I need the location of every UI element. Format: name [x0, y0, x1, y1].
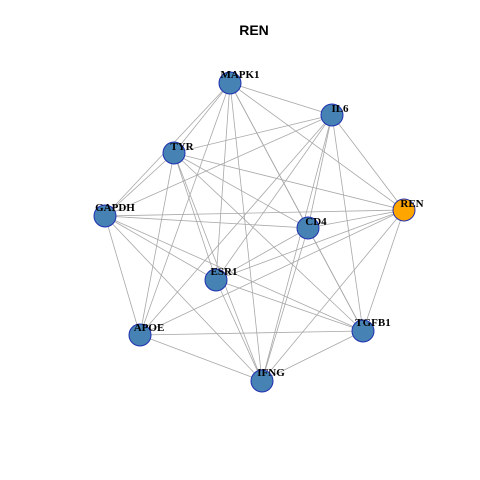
- node-ifng[interactable]: [250, 369, 274, 393]
- edge-mapk1-apoe: [139, 82, 231, 336]
- node-apoe[interactable]: [128, 323, 152, 347]
- node-label-ren: REN: [400, 198, 423, 210]
- node-label-ifng: IFNG: [257, 367, 285, 379]
- node-label-mapk1: MAPK1: [220, 69, 259, 81]
- node-label-il6: IL6: [331, 103, 349, 115]
- edge-mapk1-tyr: [173, 82, 231, 154]
- node-layer: [93, 71, 416, 393]
- node-ren[interactable]: [392, 198, 416, 222]
- edge-apoe-ifng: [139, 334, 263, 382]
- edge-il6-gapdh: [104, 114, 333, 217]
- edge-il6-esr1: [215, 114, 333, 281]
- edge-tgfb1-ifng: [261, 330, 364, 382]
- edge-cd4-tgfb1: [307, 227, 364, 332]
- node-il6[interactable]: [320, 103, 344, 127]
- edge-gapdh-esr1: [104, 215, 217, 281]
- node-label-cd4: CD4: [305, 216, 327, 228]
- edge-il6-tgfb1: [331, 114, 364, 332]
- node-gapdh[interactable]: [93, 204, 117, 228]
- diagram-title: REN: [239, 22, 269, 38]
- edge-tyr-esr1: [173, 152, 217, 281]
- edge-il6-apoe: [139, 114, 333, 336]
- edge-cd4-ifng: [261, 227, 309, 382]
- edge-mapk1-ifng: [229, 82, 263, 382]
- edge-ren-apoe: [139, 209, 405, 336]
- edge-layer: [104, 82, 405, 382]
- edge-ren-ifng: [261, 209, 405, 382]
- edge-ren-tgfb1: [362, 209, 405, 332]
- edge-mapk1-il6: [229, 82, 333, 116]
- node-label-tgfb1: TGFB1: [355, 317, 390, 329]
- edge-il6-cd4: [307, 114, 333, 229]
- node-label-tyr: TYR: [170, 141, 194, 153]
- node-cd4[interactable]: [296, 216, 320, 240]
- edge-il6-ifng: [261, 114, 333, 382]
- edge-cd4-esr1: [215, 227, 309, 281]
- edge-gapdh-apoe: [104, 215, 141, 336]
- edge-tyr-ifng: [173, 152, 263, 382]
- edge-il6-ren: [331, 114, 405, 211]
- edge-tyr-tgfb1: [173, 152, 364, 332]
- edge-esr1-tgfb1: [215, 279, 364, 332]
- edge-esr1-ifng: [215, 279, 263, 382]
- edge-ren-cd4: [307, 209, 405, 229]
- edge-mapk1-ren: [229, 82, 405, 211]
- node-tyr[interactable]: [162, 141, 186, 165]
- edge-tyr-apoe: [139, 152, 175, 336]
- node-label-gapdh: GAPDH: [95, 202, 135, 214]
- node-label-apoe: APOE: [134, 322, 165, 334]
- edge-tyr-cd4: [173, 152, 309, 229]
- edge-il6-tyr: [173, 114, 333, 154]
- edge-tyr-gapdh: [104, 152, 175, 217]
- edge-ren-esr1: [215, 209, 405, 281]
- edge-apoe-tgfb1: [139, 330, 364, 336]
- node-esr1[interactable]: [204, 268, 228, 292]
- node-label-esr1: ESR1: [211, 266, 238, 278]
- edge-gapdh-ren: [104, 209, 405, 217]
- edge-gapdh-cd4: [104, 215, 309, 229]
- edge-gapdh-ifng: [104, 215, 263, 382]
- edge-mapk1-esr1: [215, 82, 231, 281]
- node-tgfb1[interactable]: [351, 319, 375, 343]
- edge-tyr-ren: [173, 152, 405, 211]
- node-mapk1[interactable]: [218, 71, 242, 95]
